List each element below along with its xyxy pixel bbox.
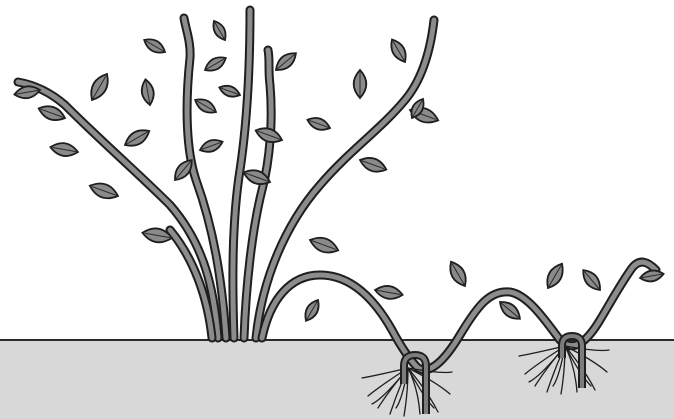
leaf-23 bbox=[358, 154, 389, 175]
leaf-28 bbox=[496, 298, 523, 324]
leaf-5 bbox=[49, 141, 79, 158]
leaf-14 bbox=[210, 18, 230, 42]
leaf-6 bbox=[140, 78, 156, 106]
leaf-29 bbox=[543, 261, 568, 292]
leaf-11 bbox=[202, 53, 228, 74]
ground bbox=[0, 340, 674, 419]
leaf-7 bbox=[88, 179, 121, 202]
leaf-16 bbox=[272, 49, 299, 75]
leaf-13 bbox=[198, 137, 224, 155]
leaf-25 bbox=[374, 284, 404, 301]
leaf-24 bbox=[306, 115, 332, 133]
leaf-19 bbox=[308, 234, 341, 257]
leaf-31 bbox=[639, 269, 665, 284]
leaf-20 bbox=[354, 70, 367, 98]
leaf-4 bbox=[122, 126, 153, 151]
leaf-12 bbox=[193, 95, 219, 116]
leaf-1 bbox=[86, 71, 113, 104]
leaf-26 bbox=[301, 297, 322, 323]
leaf-15 bbox=[218, 83, 242, 100]
leaf-30 bbox=[579, 266, 605, 293]
leaf-27 bbox=[446, 259, 471, 290]
leaf-21 bbox=[387, 37, 410, 65]
leaf-10 bbox=[142, 35, 168, 56]
